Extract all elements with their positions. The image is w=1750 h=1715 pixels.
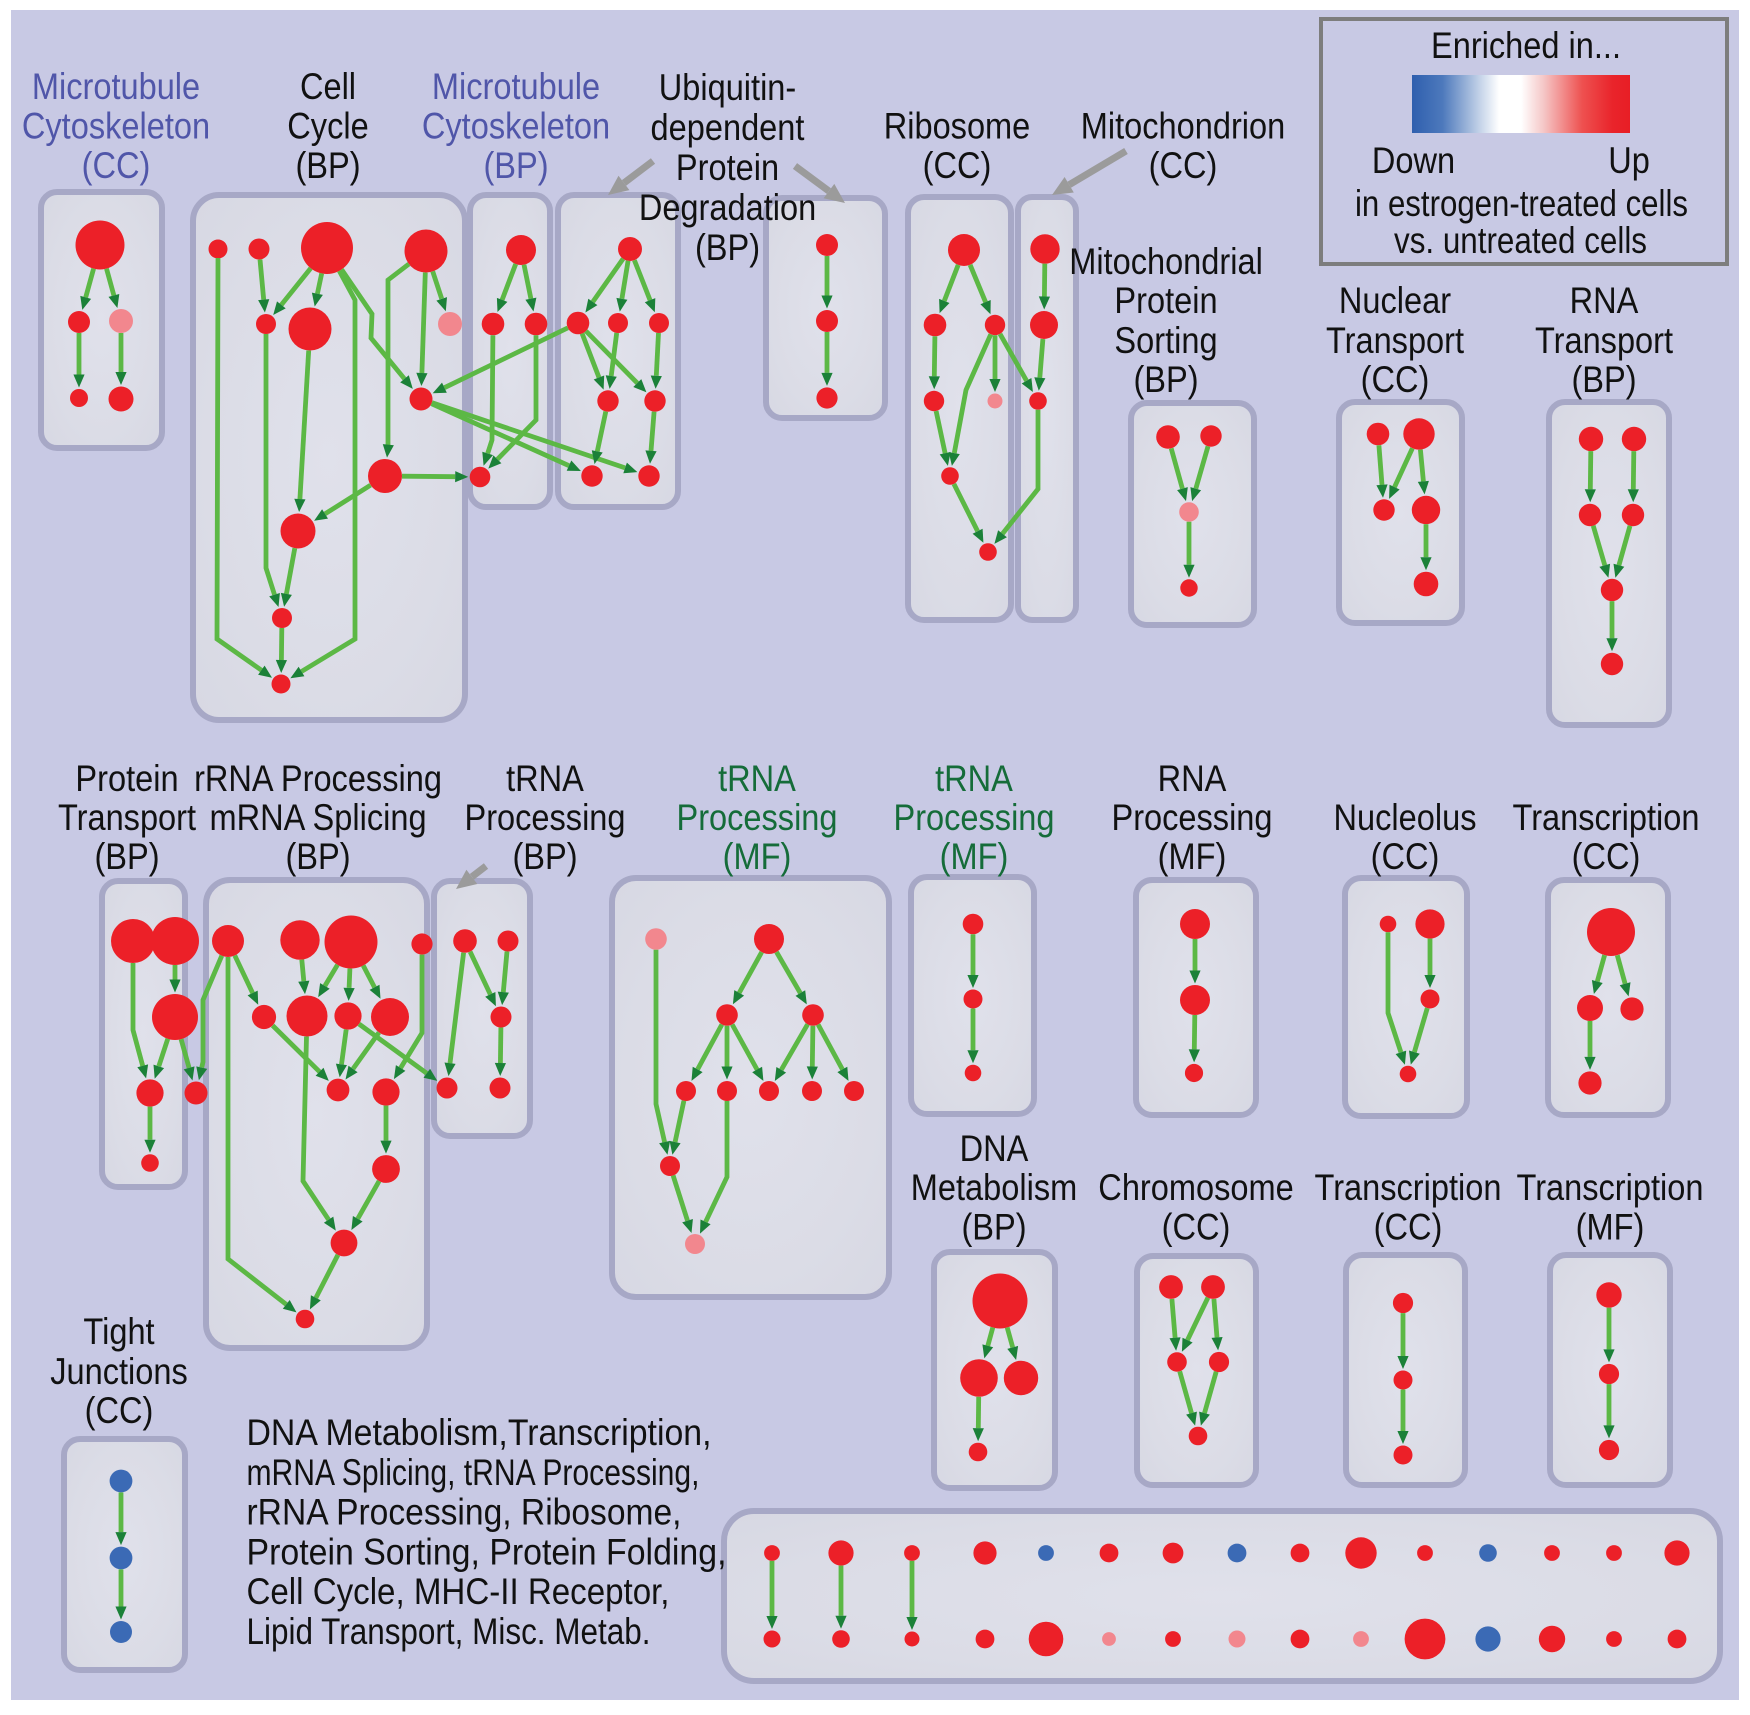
svg-text:vs. untreated cells: vs. untreated cells <box>1394 220 1647 261</box>
svg-text:Transcription: Transcription <box>1517 1167 1704 1208</box>
svg-text:Protein: Protein <box>1114 280 1217 321</box>
svg-text:(CC): (CC) <box>82 145 151 186</box>
svg-text:Cell: Cell <box>300 66 356 107</box>
svg-text:tRNA: tRNA <box>935 758 1013 799</box>
svg-text:(CC): (CC) <box>1572 836 1641 877</box>
svg-text:(MF): (MF) <box>1576 1207 1645 1248</box>
svg-text:(CC): (CC) <box>1374 1207 1443 1248</box>
svg-text:Mitochondrial: Mitochondrial <box>1069 241 1263 282</box>
svg-text:(BP): (BP) <box>94 836 159 877</box>
svg-text:(MF): (MF) <box>723 836 792 877</box>
svg-text:Cycle: Cycle <box>287 106 368 147</box>
svg-text:Metabolism: Metabolism <box>911 1167 1077 1208</box>
svg-text:(MF): (MF) <box>1158 836 1227 877</box>
svg-text:(BP): (BP) <box>295 145 360 186</box>
svg-text:Processing: Processing <box>893 797 1054 838</box>
svg-text:Junctions: Junctions <box>50 1351 188 1392</box>
svg-text:Degradation: Degradation <box>639 187 816 228</box>
svg-text:rRNA Processing: rRNA Processing <box>194 758 442 799</box>
svg-text:(BP): (BP) <box>512 836 577 877</box>
svg-text:(BP): (BP) <box>285 836 350 877</box>
svg-text:(CC): (CC) <box>1371 836 1440 877</box>
svg-text:Transport: Transport <box>58 797 196 838</box>
svg-text:rRNA Processing, Ribosome,: rRNA Processing, Ribosome, <box>247 1492 682 1533</box>
svg-text:Transcription: Transcription <box>1315 1167 1502 1208</box>
svg-text:DNA Metabolism,Transcription,: DNA Metabolism,Transcription, <box>247 1412 712 1453</box>
svg-text:Processing: Processing <box>464 797 625 838</box>
svg-text:Transport: Transport <box>1326 320 1464 361</box>
svg-text:Processing: Processing <box>676 797 837 838</box>
svg-text:Down: Down <box>1372 140 1455 181</box>
svg-text:(CC): (CC) <box>1361 359 1430 400</box>
svg-text:Nuclear: Nuclear <box>1339 280 1452 321</box>
svg-text:Up: Up <box>1608 140 1650 181</box>
svg-text:Ubiquitin-: Ubiquitin- <box>659 67 797 108</box>
svg-text:(BP): (BP) <box>483 145 548 186</box>
svg-text:mRNA Splicing: mRNA Splicing <box>209 797 426 838</box>
svg-text:(BP): (BP) <box>961 1207 1026 1248</box>
svg-text:Mitochondrion: Mitochondrion <box>1081 106 1285 147</box>
svg-text:in estrogen-treated cells: in estrogen-treated cells <box>1355 183 1688 224</box>
svg-text:Microtubule: Microtubule <box>432 66 600 107</box>
svg-text:Protein Sorting, Protein Foldi: Protein Sorting, Protein Folding, <box>247 1531 727 1572</box>
svg-text:(BP): (BP) <box>695 227 760 268</box>
svg-text:RNA: RNA <box>1570 280 1639 321</box>
svg-text:Lipid Transport, Misc. Metab.: Lipid Transport, Misc. Metab. <box>247 1611 651 1652</box>
svg-text:Transcription: Transcription <box>1513 797 1700 838</box>
svg-text:(MF): (MF) <box>940 836 1009 877</box>
svg-text:DNA: DNA <box>960 1128 1029 1169</box>
svg-text:Cytoskeleton: Cytoskeleton <box>22 106 210 147</box>
svg-text:(BP): (BP) <box>1571 359 1636 400</box>
svg-text:Nucleolus: Nucleolus <box>1334 797 1477 838</box>
svg-text:Protein: Protein <box>75 758 178 799</box>
svg-text:(BP): (BP) <box>1133 359 1198 400</box>
svg-text:Cell Cycle, MHC-II Receptor,: Cell Cycle, MHC-II Receptor, <box>247 1571 670 1612</box>
svg-text:Cytoskeleton: Cytoskeleton <box>422 106 610 147</box>
svg-text:Chromosome: Chromosome <box>1098 1167 1293 1208</box>
svg-text:Processing: Processing <box>1111 797 1272 838</box>
svg-text:dependent: dependent <box>651 107 805 148</box>
svg-text:tRNA: tRNA <box>506 758 584 799</box>
svg-text:(CC): (CC) <box>1149 145 1218 186</box>
svg-text:Enriched in...: Enriched in... <box>1431 25 1621 66</box>
svg-text:(CC): (CC) <box>923 145 992 186</box>
svg-text:Sorting: Sorting <box>1114 320 1217 361</box>
svg-text:Tight: Tight <box>83 1311 154 1352</box>
svg-text:Microtubule: Microtubule <box>32 66 200 107</box>
svg-text:Protein: Protein <box>676 147 779 188</box>
svg-text:RNA: RNA <box>1158 758 1227 799</box>
svg-text:Transport: Transport <box>1535 320 1673 361</box>
svg-text:Ribosome: Ribosome <box>884 106 1031 147</box>
svg-text:tRNA: tRNA <box>718 758 796 799</box>
svg-text:mRNA Splicing, tRNA Processing: mRNA Splicing, tRNA Processing, <box>247 1452 700 1493</box>
svg-text:(CC): (CC) <box>85 1390 154 1431</box>
svg-text:(CC): (CC) <box>1162 1207 1231 1248</box>
